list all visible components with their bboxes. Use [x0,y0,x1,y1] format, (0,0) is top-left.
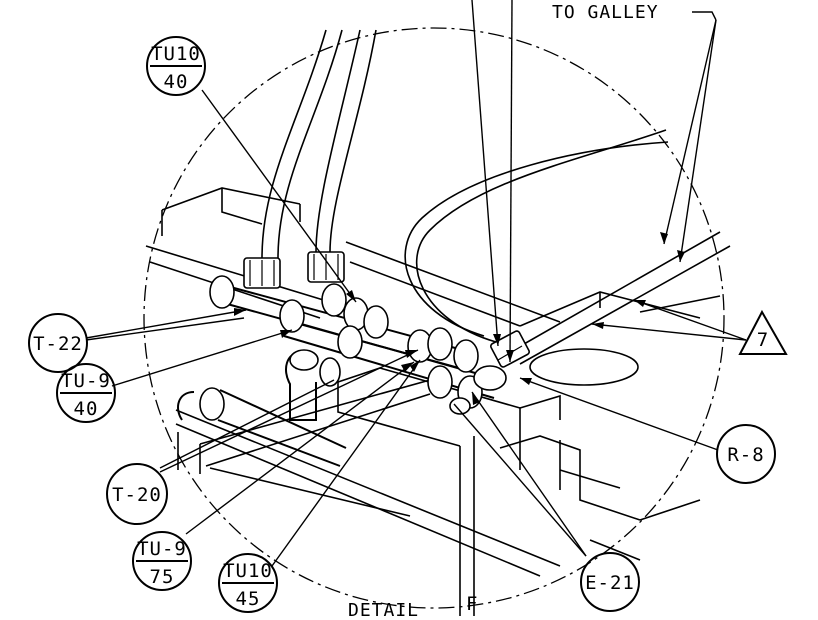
callout-tu10-40-top: TU10 [151,43,201,65]
callout-tu9-75-top: TU-9 [137,538,187,560]
callout-triangle-7: 7 [738,309,788,355]
detail-boundary-circle [143,27,725,609]
tray-structure [145,187,721,616]
detail-title-letter: F [466,593,478,615]
callout-e21-label: E-21 [585,572,635,594]
callout-r8-label: R-8 [727,444,764,466]
callout-tu10-45-top: TU10 [223,560,273,582]
callout-tu10-40-bottom: 40 [164,71,189,93]
callout-t22-label: T-22 [33,333,83,355]
callout-tu9-75: TU-9 75 [132,531,192,591]
detail-title: DETAIL F [348,593,478,620]
callout-tu10-45-bottom: 45 [236,588,261,610]
callout-t20: T-20 [106,463,168,525]
manifold-assembly [177,251,530,467]
callout-e21: E-21 [580,552,640,612]
callout-tu9-40-bottom: 40 [74,398,99,420]
detail-title-label: DETAIL [348,600,419,616]
callout-tu9-75-bottom: 75 [150,566,175,588]
callout-to-galley-label: TO GALLEY [552,2,659,23]
flex-hoses [261,29,731,365]
callout-t20-label: T-20 [112,484,162,506]
callout-tu10-45: TU10 45 [218,553,278,613]
callout-r8: R-8 [716,424,776,484]
leader-lines [85,0,747,567]
callout-t22: T-22 [28,313,88,373]
callout-tu9-40-top: TU-9 [61,370,111,392]
callout-tu9-40: TU-9 40 [56,363,116,423]
callout-triangle-7-label: 7 [757,329,769,351]
callout-tu10-40: TU10 40 [146,36,206,96]
callout-to-galley: TO GALLEY [552,2,659,23]
